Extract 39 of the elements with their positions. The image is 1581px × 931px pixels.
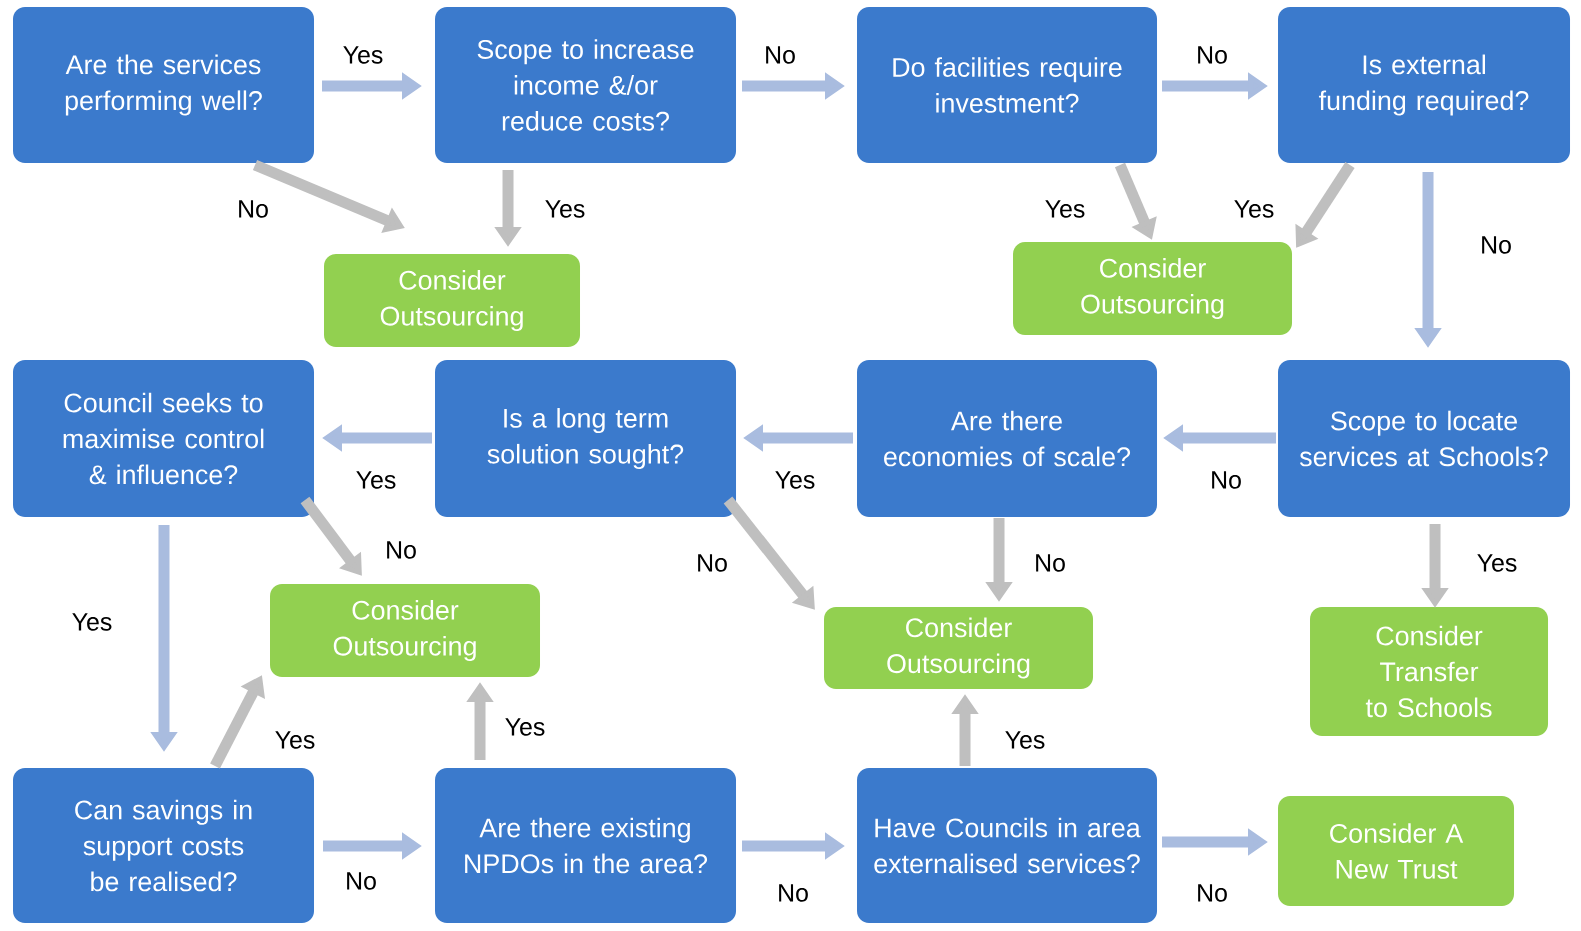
- edge-label: No: [1208, 469, 1244, 491]
- edge-label: Yes: [1231, 198, 1277, 220]
- question-box: Council seeks to maximise control & influence?: [13, 360, 314, 517]
- outcome-box: Consider Outsourcing: [270, 584, 540, 677]
- edge-label: No: [383, 539, 419, 561]
- question-box: Scope to locate services at Schools?: [1278, 360, 1570, 517]
- edge-label: Yes: [353, 469, 399, 491]
- edge-label: No: [694, 552, 730, 574]
- question-box: Have Councils in area externalised services?: [857, 768, 1157, 923]
- edge-label: Yes: [542, 198, 588, 220]
- edge-label: No: [343, 870, 379, 892]
- question-box: Is a long term solution sought?: [435, 360, 736, 517]
- edge-label: Yes: [272, 729, 318, 751]
- edge-label: No: [775, 882, 811, 904]
- question-box: Can savings in support costs be realised?: [13, 768, 314, 923]
- edge-label: No: [1194, 44, 1230, 66]
- edge-label: Yes: [1042, 198, 1088, 220]
- edge-label: Yes: [1002, 729, 1048, 751]
- outcome-box: Consider Outsourcing: [1013, 242, 1292, 335]
- edge-label: Yes: [340, 44, 386, 66]
- edge-label: No: [235, 198, 271, 220]
- edge-label: No: [1194, 882, 1230, 904]
- edge-label: No: [1478, 234, 1514, 256]
- question-box: Are there economies of scale?: [857, 360, 1157, 517]
- question-box: Is external funding required?: [1278, 7, 1570, 163]
- edge-label: Yes: [772, 469, 818, 491]
- question-box: Are the services performing well?: [13, 7, 314, 163]
- edge-label: No: [762, 44, 798, 66]
- outcome-box: Consider A New Trust: [1278, 796, 1514, 906]
- outcome-box: Consider Transfer to Schools: [1310, 607, 1548, 736]
- edge-label: Yes: [69, 611, 115, 633]
- question-box: Are there existing NPDOs in the area?: [435, 768, 736, 923]
- edge-label: No: [1032, 552, 1068, 574]
- question-box: Do facilities require investment?: [857, 7, 1157, 163]
- outcome-box: Consider Outsourcing: [824, 607, 1093, 689]
- edge-label: Yes: [1474, 552, 1520, 574]
- outcome-box: Consider Outsourcing: [324, 254, 580, 347]
- edge-label: Yes: [502, 716, 548, 738]
- question-box: Scope to increase income &/or reduce costs?: [435, 7, 736, 163]
